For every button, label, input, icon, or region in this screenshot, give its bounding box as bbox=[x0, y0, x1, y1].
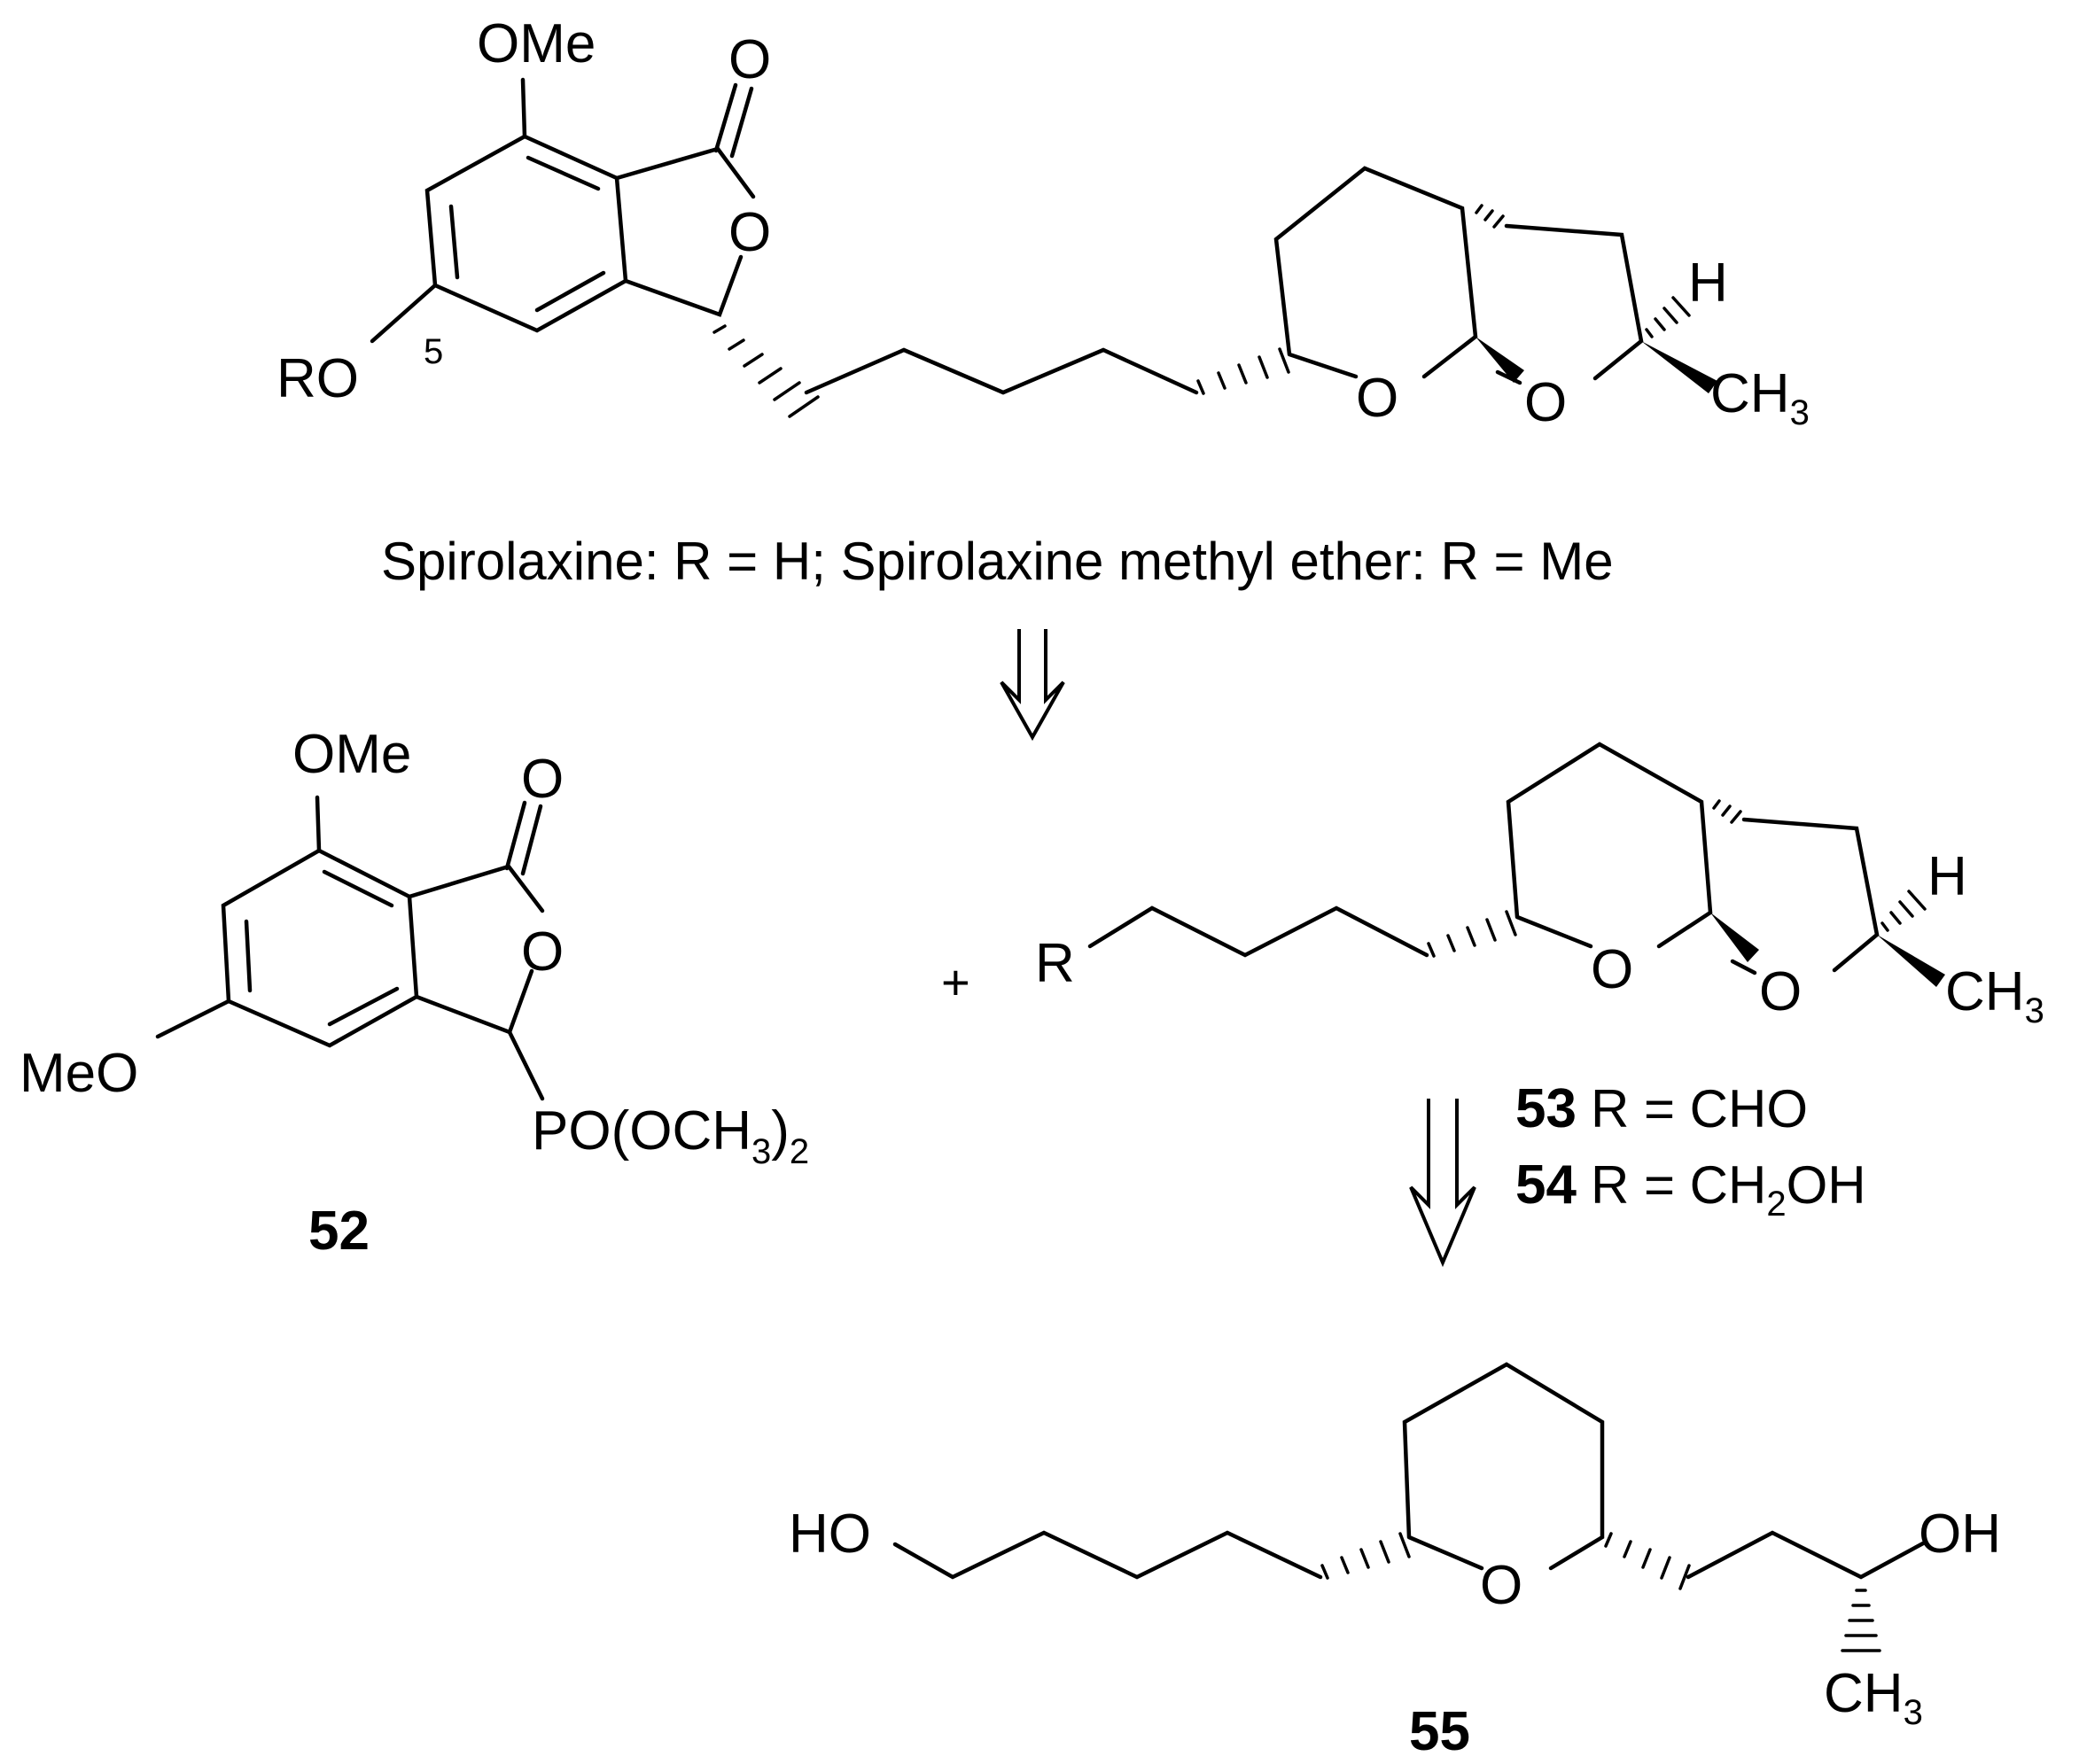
plus-sign: + bbox=[941, 954, 970, 1010]
c52-ome-label: OMe bbox=[292, 724, 411, 785]
top-ch3-label: CH3 bbox=[1710, 363, 1810, 432]
top-ring-o-label: O bbox=[728, 202, 771, 263]
c5354-h-label: H bbox=[1927, 846, 1967, 907]
top-alkyl-chain bbox=[804, 347, 1199, 395]
c52-phosphonate-label: PO(OCH3)2 bbox=[532, 1100, 809, 1171]
c52-carbonyl-bond bbox=[504, 800, 543, 876]
c55-left-chain bbox=[892, 1530, 1323, 1580]
c5354-thf-ring bbox=[1730, 817, 1880, 975]
compound-55-structure: HO O OH CH3 55 bbox=[789, 1362, 2001, 1762]
c52-phosphonate-bond bbox=[507, 1030, 545, 1101]
top-ome-bond bbox=[520, 77, 527, 139]
c5354-spiro-hashed-bond bbox=[1712, 799, 1742, 824]
c5354-thf-o-label: O bbox=[1759, 961, 1802, 1022]
top-carbonyl-bond bbox=[713, 82, 754, 159]
top-h-label: H bbox=[1688, 253, 1728, 314]
c5354-r-label: R bbox=[1035, 933, 1075, 994]
top-carbonyl-o-label: O bbox=[728, 29, 771, 90]
c55-hashed-bond-methyl bbox=[1841, 1589, 1881, 1652]
top-thp-o-label: O bbox=[1356, 368, 1398, 429]
c5354-thp-o-label: O bbox=[1591, 939, 1633, 1000]
c55-oh-label: OH bbox=[1919, 1504, 2001, 1565]
c5354-alkyl-chain bbox=[1087, 905, 1429, 958]
c52-meo-label: MeO bbox=[19, 1043, 138, 1104]
c5354-methyl-wedge bbox=[1877, 935, 1945, 987]
c52-benzene-ring bbox=[221, 848, 419, 1048]
c5354-spiro-wedge bbox=[1710, 913, 1759, 962]
c55-hashed-bond-right bbox=[1604, 1532, 1691, 1590]
spirolaxine-caption: Spirolaxine: R = H; Spirolaxine methyl e… bbox=[381, 532, 1614, 591]
c52-ome-bond bbox=[315, 795, 322, 853]
top-thp-ring bbox=[1273, 166, 1478, 379]
top-spiro-hashed-bond bbox=[1475, 204, 1505, 229]
c52-carbonyl-o-label: O bbox=[521, 749, 564, 810]
top-benzene-ring bbox=[424, 134, 628, 333]
c52-meo-bond bbox=[155, 999, 231, 1039]
c55-right-chain bbox=[1686, 1530, 1926, 1580]
c55-ring-o-label: O bbox=[1480, 1555, 1522, 1616]
top-hashed-bond-pyran bbox=[1196, 347, 1290, 395]
compound-52-structure: OMe O O MeO PO(OCH3)2 52 bbox=[19, 724, 809, 1262]
c55-compound-number: 55 bbox=[1409, 1701, 1470, 1762]
c55-hashed-bond-left bbox=[1320, 1532, 1411, 1580]
spirolaxine-structure: OMe O O RO 5 O O H CH3 bbox=[276, 13, 1810, 433]
c5354-hashed-bond-pyran bbox=[1427, 910, 1517, 958]
c55-ho-label: HO bbox=[789, 1504, 871, 1565]
retrosynthesis-arrow-1 bbox=[1000, 629, 1065, 742]
top-thf-o-label: O bbox=[1524, 372, 1567, 433]
top-benzene-inner-bonds bbox=[448, 155, 606, 313]
c55-ch3-label: CH3 bbox=[1824, 1663, 1923, 1732]
c55-thp-ring bbox=[1402, 1362, 1605, 1571]
c52-compound-number: 52 bbox=[308, 1201, 370, 1262]
c5354-thp-ring bbox=[1506, 742, 1713, 949]
top-ro-bond bbox=[370, 283, 438, 344]
c5354-h-hashed-bond bbox=[1880, 890, 1927, 932]
top-h-hashed-bond bbox=[1645, 296, 1691, 338]
c52-benzene-inner-bonds bbox=[244, 869, 400, 1027]
top-locant-label: 5 bbox=[424, 332, 443, 371]
retrosynthesis-arrow-2 bbox=[1409, 1099, 1476, 1268]
top-methyl-wedge bbox=[1641, 341, 1717, 393]
top-ome-label: OMe bbox=[477, 13, 596, 74]
top-thf-ring bbox=[1495, 223, 1644, 385]
c52-ring-o-label: O bbox=[521, 921, 564, 983]
top-ro-label: RO bbox=[276, 348, 359, 409]
top-spiro-wedge bbox=[1476, 337, 1524, 383]
top-hashed-bond-lactone bbox=[712, 324, 820, 418]
c5354-ch3-label: CH3 bbox=[1945, 961, 2044, 1030]
